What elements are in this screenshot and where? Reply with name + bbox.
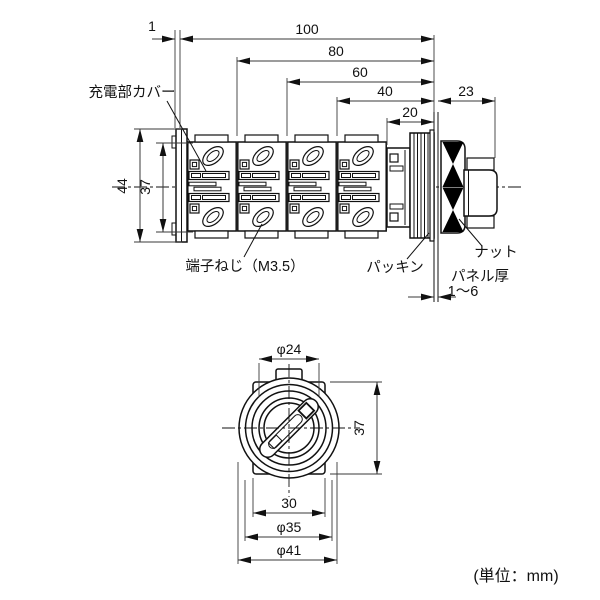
callout-packing: パッキン <box>366 232 430 276</box>
front-adapter <box>386 147 411 228</box>
threaded-bushing-packing <box>409 129 435 242</box>
dim-23-label: 23 <box>458 83 474 99</box>
dim-80: 80 <box>236 43 434 136</box>
callout-panel-range-label: 1～6 <box>448 284 479 300</box>
dim-phi24-label: φ24 <box>277 341 302 357</box>
dim-20-label: 20 <box>402 104 418 120</box>
dim-1: 1 <box>148 18 181 128</box>
callout-panel-thickness-label: パネル厚 <box>451 268 509 285</box>
dim-1-label: 1 <box>148 18 156 34</box>
callout-nut-label: ナット <box>474 245 518 261</box>
callout-terminal-screw: 端子ねじ（M3.5） <box>185 223 305 275</box>
dim-20: 20 <box>386 104 434 145</box>
dim-30: 30 <box>252 478 326 517</box>
switch-deck <box>287 134 337 239</box>
rear-cover-plate <box>171 128 188 243</box>
dim-60-label: 60 <box>352 64 368 80</box>
callout-live-part-cover-label: 充電部カバー <box>89 84 176 101</box>
knob-side <box>463 157 498 229</box>
front-view: φ24 37 30 φ35 φ41 <box>222 341 382 564</box>
switch-deck <box>237 134 287 239</box>
dim-37-front: 37 <box>330 381 382 475</box>
mounting-nut <box>440 140 466 234</box>
callout-live-part-cover: 充電部カバー <box>89 84 207 172</box>
callout-terminal-screw-label: 端子ねじ（M3.5） <box>185 258 304 275</box>
dim-37-side: 37 <box>137 142 193 233</box>
dim-phi35-label: φ35 <box>277 519 302 535</box>
packing-washer <box>429 129 435 242</box>
callout-panel-thickness: パネル厚 1～6 <box>448 268 509 300</box>
dim-80-label: 80 <box>328 43 344 59</box>
dim-37-front-label: 37 <box>351 420 367 436</box>
dim-37-side-label: 37 <box>137 179 153 195</box>
dim-phi41-label: φ41 <box>277 542 302 558</box>
dim-100-label: 100 <box>295 21 319 37</box>
side-view: 1 100 80 60 40 20 23 <box>89 18 522 302</box>
dim-100: 100 <box>180 21 435 112</box>
unit-note: (単位：mm) <box>473 567 558 585</box>
dim-30-label: 30 <box>281 495 297 511</box>
mounting-panel <box>433 112 439 302</box>
dim-23: 23 <box>438 83 496 158</box>
dim-40: 40 <box>336 83 434 136</box>
dim-40-label: 40 <box>377 83 393 99</box>
lever-indicator-window <box>297 401 316 420</box>
dim-44-label: 44 <box>114 178 130 194</box>
dim-60: 60 <box>286 64 434 136</box>
callout-nut: ナット <box>458 218 518 261</box>
switch-deck <box>337 134 387 239</box>
callout-packing-label: パッキン <box>366 259 424 276</box>
dim-phi35: φ35 <box>244 480 333 541</box>
dim-44: 44 <box>114 128 182 243</box>
dim-phi41: φ41 <box>237 462 338 564</box>
dim-phi24: φ24 <box>258 341 320 397</box>
